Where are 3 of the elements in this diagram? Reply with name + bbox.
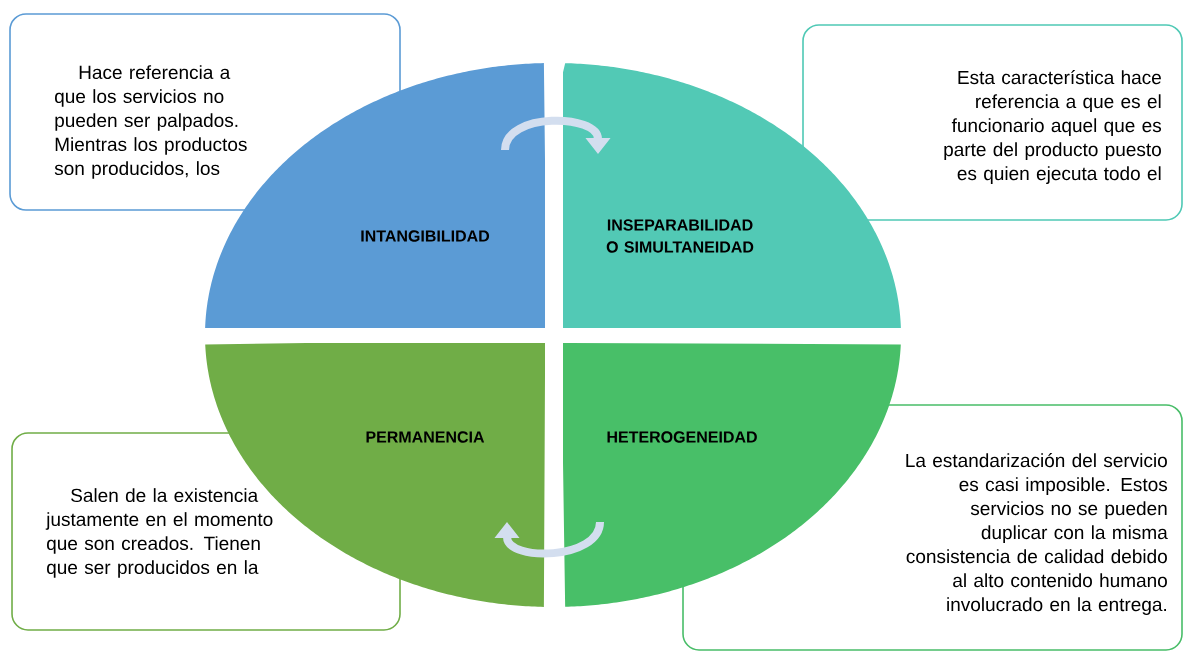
quadrant: INSEPARABILIDAD O SIMULTANEIDAD	[563, 63, 901, 328]
quadrant: HETEROGENEIDAD	[563, 343, 901, 607]
text-box: Esta característica hace referencia a que es el funcionario aquel que es parte del producto puesto es quien ejecuta todo el	[802, 24, 1183, 221]
